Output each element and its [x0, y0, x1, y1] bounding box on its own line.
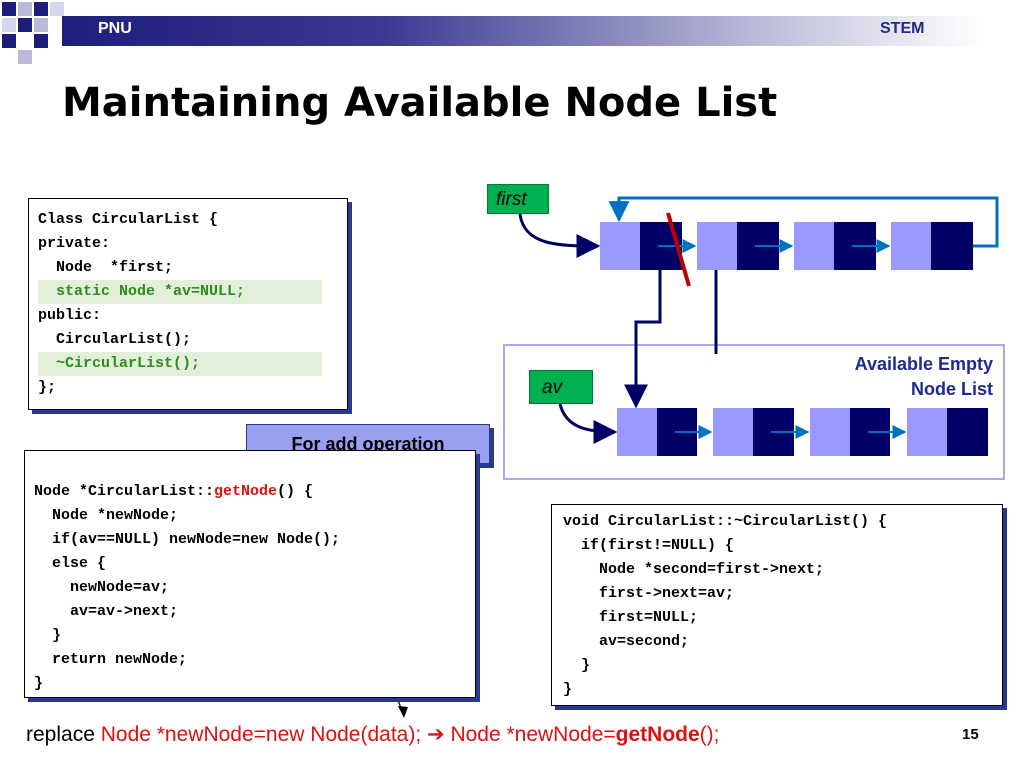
available-node — [713, 408, 794, 456]
caption-new-suffix: (); — [699, 723, 720, 746]
class-code-line: Class CircularList { — [38, 211, 219, 228]
destructor-code-line: first->next=av; — [563, 585, 735, 602]
available-list-label: Available Empty Node List — [773, 352, 993, 402]
destructor-code-line: av=second; — [563, 633, 690, 650]
caption-old-code: Node *newNode=new Node(data); — [100, 723, 422, 746]
circular-back-link — [608, 196, 999, 248]
class-code-line: }; — [38, 379, 57, 396]
class-code-highlight-line: static Node *av=NULL; — [38, 280, 322, 304]
getnode-code-line: else { — [34, 555, 107, 572]
caption-prefix: replace — [26, 723, 101, 746]
available-list-label-line1: Available Empty — [854, 354, 993, 374]
class-code-highlight-line: ~CircularList(); — [38, 352, 322, 376]
first-pointer-arrow — [518, 213, 601, 258]
getnode-code-line: return newNode; — [34, 651, 188, 668]
getnode-signature-suffix: () { — [277, 483, 314, 500]
class-code-line: public: — [38, 307, 102, 324]
list-node — [891, 222, 973, 270]
class-code-line: private: — [38, 235, 111, 252]
deco-square — [18, 50, 32, 64]
header-bar — [62, 16, 982, 46]
getnode-code-line: Node *newNode; — [34, 507, 179, 524]
slide-title: Maintaining Available Node List — [62, 80, 778, 126]
deco-square — [2, 18, 16, 32]
available-node — [907, 408, 988, 456]
caption-new-code: Node *newNode= — [450, 723, 616, 746]
deco-square — [18, 18, 32, 32]
first-next-to-av-link — [624, 270, 662, 409]
getnode-code-line: } — [34, 675, 44, 692]
destructor-code-line: Node *second=first->next; — [563, 561, 825, 578]
destructor-code-line: void CircularList::~CircularList() { — [563, 513, 888, 530]
cut-link-mark — [666, 212, 691, 287]
deco-square — [2, 2, 16, 16]
getnode-code-line: } — [34, 627, 62, 644]
destructor-code-line: first=NULL; — [563, 609, 699, 626]
arrow-right-icon: ➔ — [421, 723, 451, 746]
getnode-signature-line: Node *CircularList::getNode() { — [34, 480, 313, 504]
deco-square — [34, 34, 48, 48]
available-node — [617, 408, 697, 456]
page-number: 15 — [962, 726, 979, 743]
getnode-function-name: getNode — [214, 483, 278, 500]
first-pointer-label: first — [487, 184, 549, 214]
deco-square — [18, 2, 32, 16]
getnode-code-box — [24, 450, 476, 698]
getnode-signature-prefix: Node *CircularList:: — [34, 483, 215, 500]
class-code-line: Node *first; — [38, 259, 174, 276]
replace-caption: replace Node *newNode=new Node(data); ➔ … — [26, 722, 719, 747]
caption-new-getnode: getNode — [615, 723, 700, 746]
av-pointer-arrow — [558, 403, 618, 444]
destructor-code-line: } — [563, 657, 591, 674]
header-left-label: PNU — [98, 20, 132, 37]
destructor-code-box — [551, 504, 1003, 706]
getnode-code-line: newNode=av; — [34, 579, 170, 596]
getnode-code-line: if(av==NULL) newNode=new Node(); — [34, 531, 341, 548]
deco-square — [34, 2, 48, 16]
list-node — [697, 222, 779, 270]
getnode-code-line: av=av->next; — [34, 603, 179, 620]
deco-square — [2, 34, 16, 48]
available-list-label-line2: Node List — [910, 379, 993, 399]
deco-square — [50, 2, 64, 16]
destructor-code-line: if(first!=NULL) { — [563, 537, 735, 554]
header-right-label: STEM — [880, 20, 925, 37]
deco-square — [34, 18, 48, 32]
destructor-code-line: } — [563, 681, 573, 698]
class-code-line: CircularList(); — [38, 331, 192, 348]
av-pointer-label: av — [529, 370, 593, 404]
